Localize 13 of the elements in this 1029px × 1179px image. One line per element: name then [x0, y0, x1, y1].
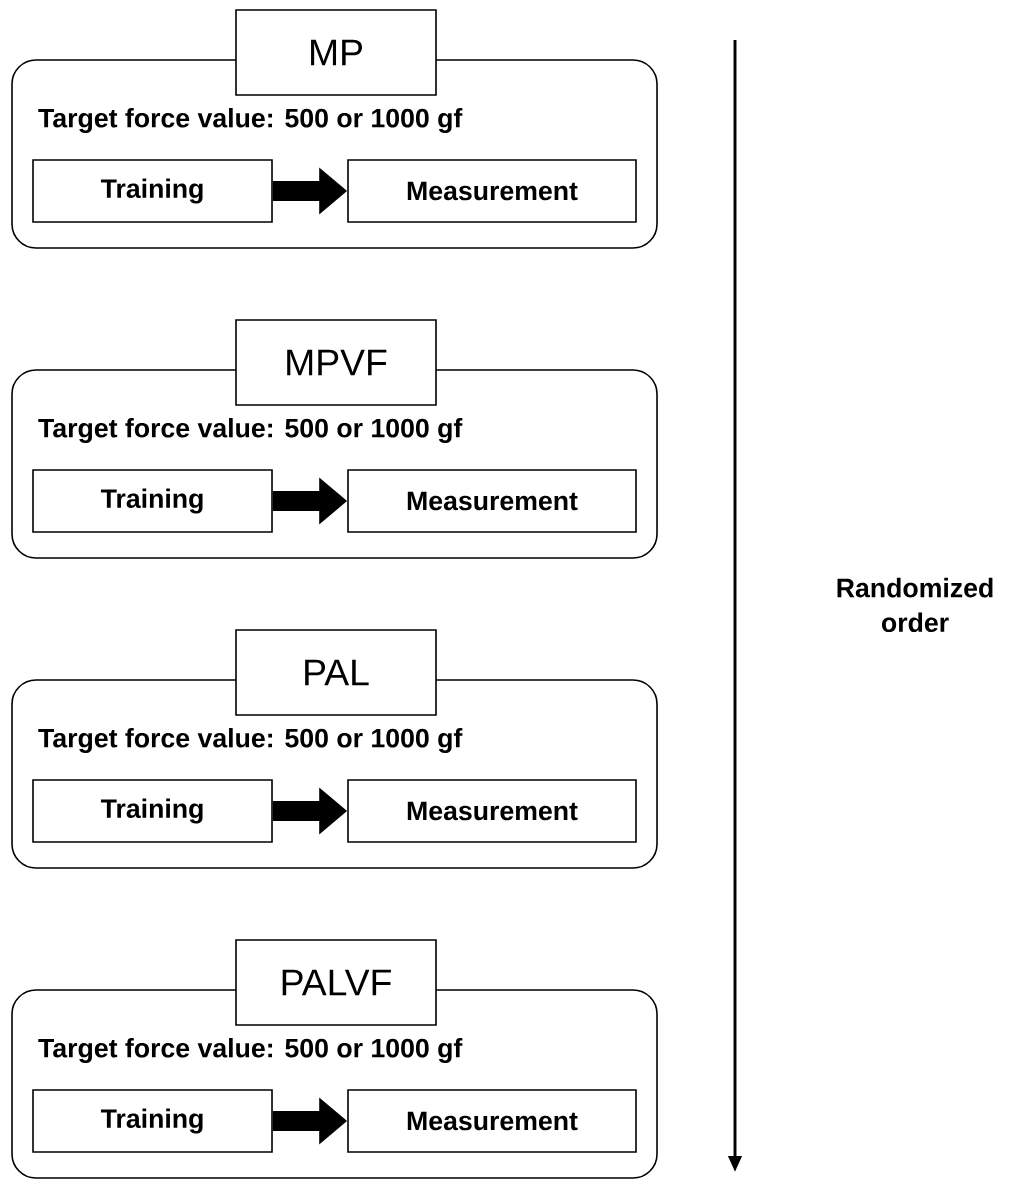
title-box: MPVF — [235, 319, 437, 406]
step-box: Training — [32, 1089, 273, 1153]
step-box: Training — [32, 159, 273, 223]
step-box: Measurement — [347, 779, 637, 843]
step-box: Measurement — [347, 1089, 637, 1153]
step-box: Measurement — [347, 159, 637, 223]
step-box: Measurement — [347, 469, 637, 533]
step-box: Training — [32, 779, 273, 843]
axis-label: Randomized order — [837, 577, 993, 633]
title-box: PAL — [235, 629, 437, 716]
title-box: PALVF — [235, 939, 437, 1026]
title-box: MP — [235, 9, 437, 96]
step-box: Training — [32, 469, 273, 533]
